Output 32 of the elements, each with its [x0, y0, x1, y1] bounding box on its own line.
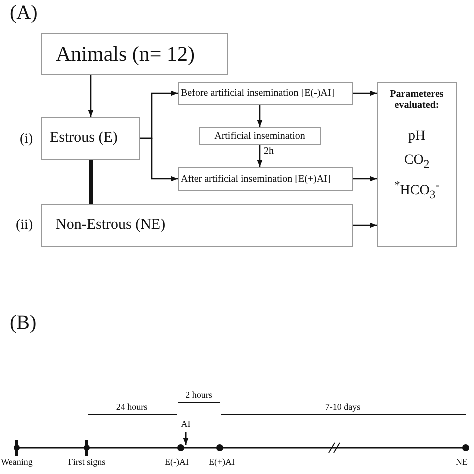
timepoint-label: First signs	[68, 457, 106, 467]
row-label: (i)	[20, 132, 34, 148]
timepoint-label: E(-)AI	[165, 457, 189, 467]
duration-label: 24 hours	[116, 402, 148, 412]
arrow	[257, 105, 263, 127]
timepoint-label: NE	[456, 457, 468, 467]
arrow	[353, 222, 377, 228]
arrow	[88, 75, 94, 117]
edge-label: 2h	[264, 146, 274, 157]
parameter-name: pH	[408, 129, 426, 145]
process-box: Before artificial insemination [E(-)AI]	[178, 82, 353, 105]
box-heading: Parameteres evaluated:	[389, 89, 445, 111]
parameter-name: CO$_{2}$	[404, 153, 430, 171]
group-box: Non-Estrous (NE)	[41, 204, 353, 247]
panel-label: (B)	[10, 312, 37, 335]
group-box: Estrous (E)	[41, 117, 140, 160]
row-label: (ii)	[16, 218, 34, 234]
arrow	[353, 176, 377, 182]
timepoint-label: E(+)AI	[208, 457, 236, 467]
arrow	[257, 145, 263, 167]
process-box: After artificial insemination [E(+)AI]	[178, 167, 353, 191]
duration-label: 2 hours	[186, 390, 212, 400]
process-box: Artificial insemination	[199, 127, 321, 145]
timepoint-label: Weaning	[1, 457, 33, 467]
arrow	[140, 138, 178, 182]
panel-label: (A)	[10, 2, 38, 25]
connector-line	[89, 160, 93, 204]
arrow	[353, 90, 377, 96]
event-label: AI	[181, 419, 191, 429]
duration-label: 7-10 days	[325, 402, 361, 412]
group-box: Animals (n= 12)	[41, 33, 228, 75]
parameter-box	[377, 82, 457, 247]
